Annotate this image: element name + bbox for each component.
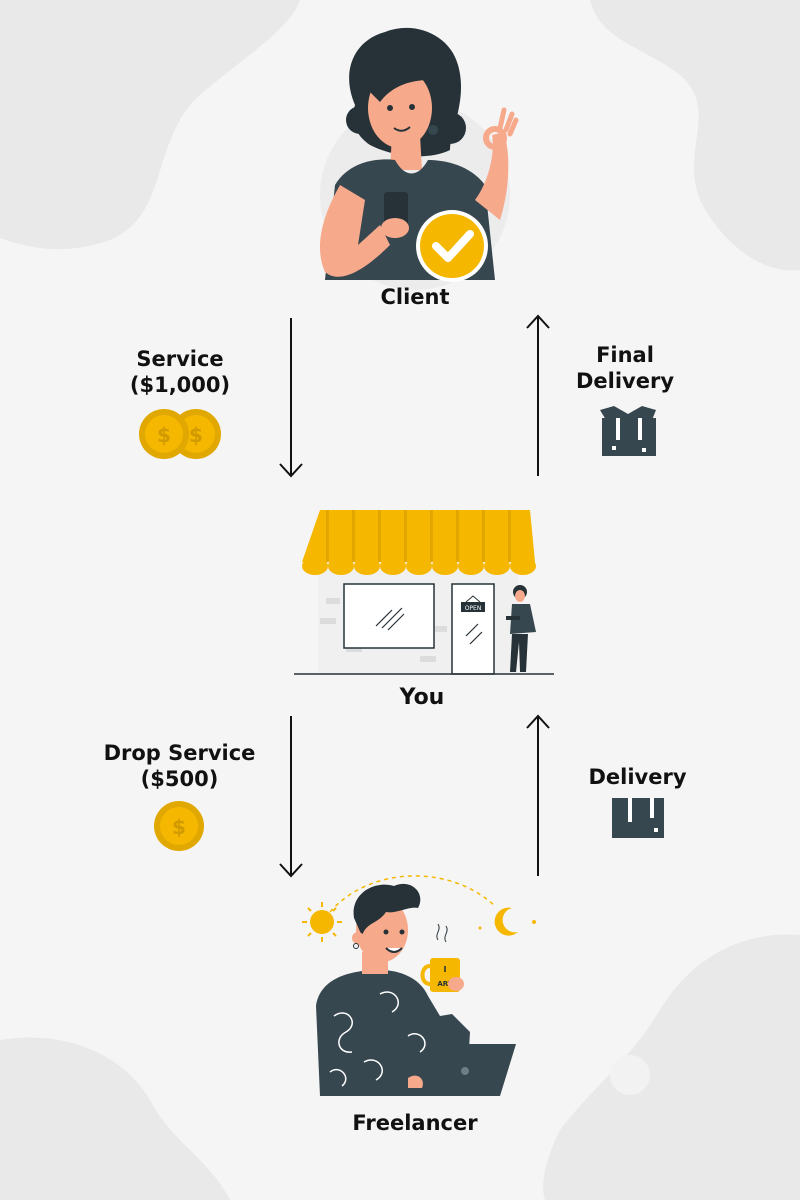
- freelancer-illustration: I ART: [302, 875, 536, 1096]
- final-line2: Delivery: [575, 369, 675, 394]
- blob-bottom-right: [543, 934, 800, 1200]
- svg-text:$: $: [157, 423, 171, 447]
- coin-icon: $: [154, 801, 204, 851]
- arrow-down-icon: [279, 716, 303, 878]
- arrow-up-icon: [526, 714, 550, 876]
- box-icon: [600, 406, 656, 456]
- service-label: Service ($1,000): [110, 346, 250, 399]
- final-delivery-label: Final Delivery: [560, 342, 690, 395]
- svg-text:$: $: [189, 423, 203, 447]
- service-title: Service: [136, 347, 224, 371]
- store-illustration: OPEN: [294, 510, 554, 675]
- box-icon: [612, 798, 664, 838]
- delivery-label: Delivery: [588, 765, 687, 789]
- drop-price: ($500): [140, 767, 219, 792]
- arrow-down-icon: [279, 318, 303, 478]
- open-sign: OPEN: [465, 605, 482, 612]
- drop-title: Drop Service: [103, 741, 256, 765]
- arrow-up-icon: [526, 314, 550, 476]
- mug-text-bottom: ART: [437, 980, 452, 988]
- drop-service-label: Drop Service ($500): [92, 740, 267, 793]
- sun-icon: [302, 902, 342, 942]
- blob-top-left: [0, 0, 300, 250]
- client-illustration: [320, 27, 519, 290]
- coin-icon-pair: $ $: [139, 409, 221, 459]
- client-label: Client: [380, 285, 450, 309]
- moon-icon: [478, 907, 536, 936]
- checkmark-icon: [416, 210, 488, 282]
- blob-top-right: [590, 0, 800, 271]
- freelancer-label: Freelancer: [352, 1111, 478, 1135]
- service-price: ($1,000): [129, 373, 231, 398]
- final-line1: Final: [596, 343, 654, 367]
- mug-text-top: I: [444, 965, 447, 974]
- you-label: You: [399, 685, 445, 710]
- blob-bottom-left: [0, 1037, 230, 1200]
- svg-text:$: $: [172, 815, 186, 839]
